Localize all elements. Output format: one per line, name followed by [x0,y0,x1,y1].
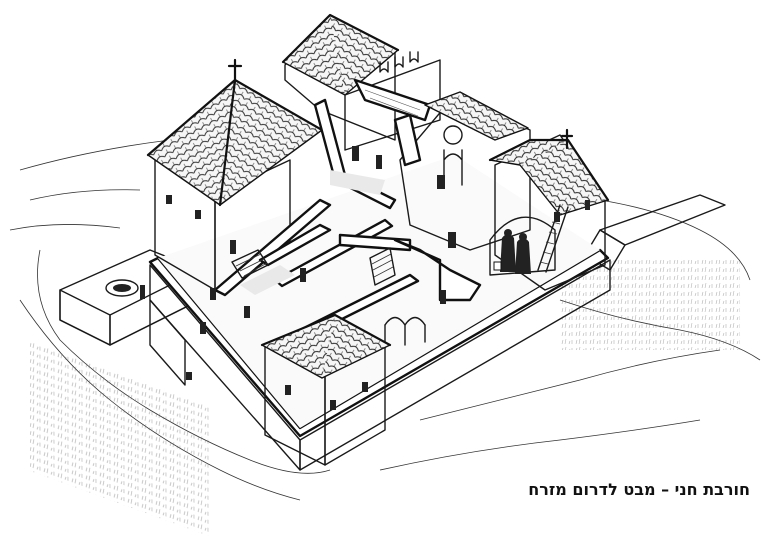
left-tower [146,58,324,291]
church [281,13,441,151]
gatehouse [260,313,392,466]
well [105,279,139,297]
staircase [231,247,396,286]
right-tower [488,128,610,291]
hillside-ground [9,139,761,537]
cross-icon [227,58,243,84]
caption-title: חורבת חני – מבט לדרום מזרח [528,480,750,499]
cross-icon [560,128,574,150]
lower-wall-block [149,299,192,386]
oculus-window [443,125,463,145]
chapel [399,91,531,251]
monk-figures [493,229,531,274]
church-windows [379,51,419,73]
